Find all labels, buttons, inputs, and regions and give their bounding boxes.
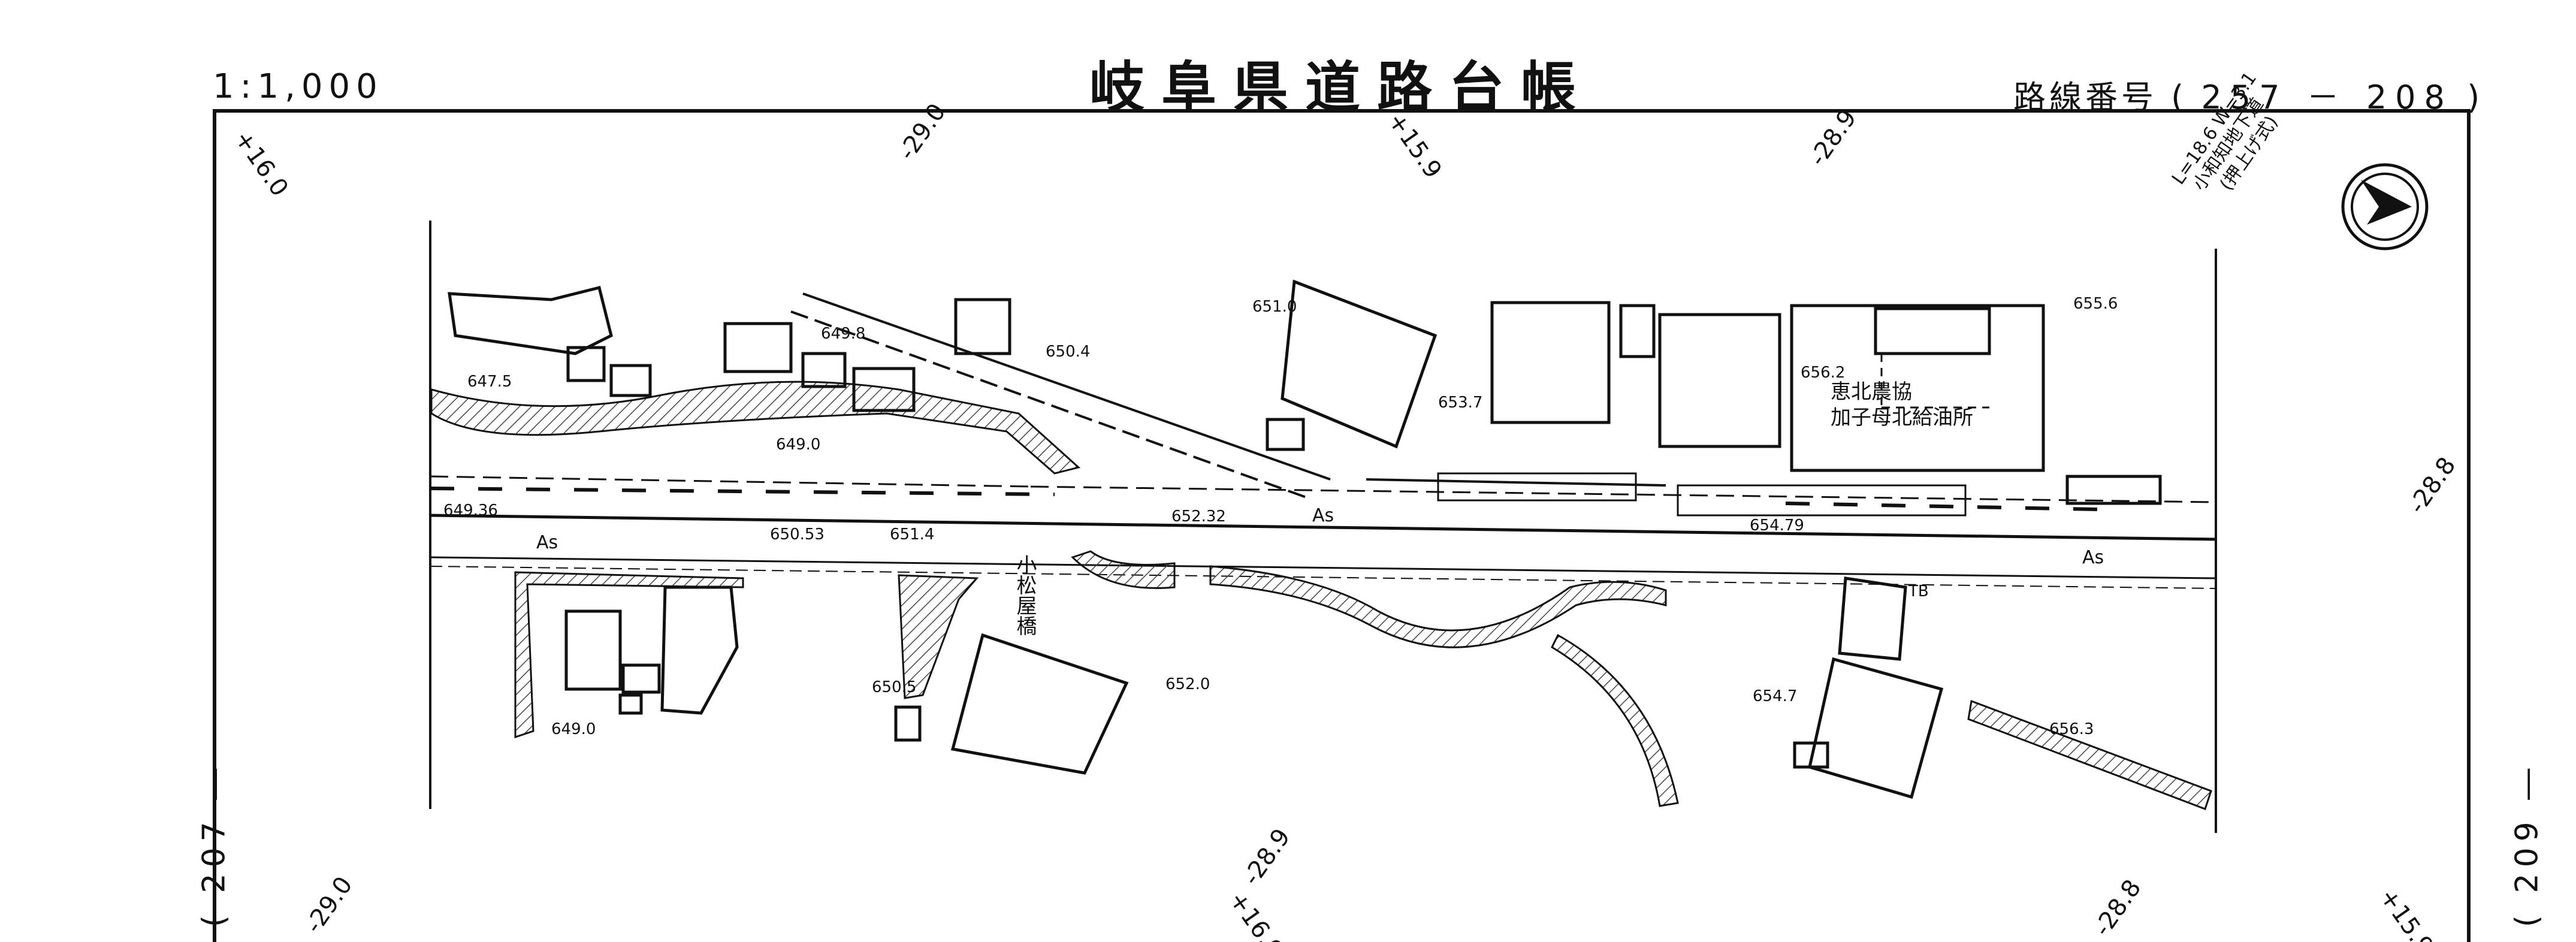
buildings-north <box>448 279 2162 505</box>
buildings-south <box>564 576 1944 799</box>
offset-label: -28.9 <box>1238 824 1296 890</box>
building <box>566 346 606 382</box>
building <box>2065 475 2162 505</box>
offset-label: +15.9 <box>2374 883 2439 942</box>
elevation: 651.0 <box>1252 298 1297 316</box>
building <box>448 285 613 355</box>
crossing-road-edge <box>802 292 1331 481</box>
elevation: 650.53 <box>770 526 825 544</box>
building <box>950 633 1129 775</box>
median-dash <box>430 487 1055 496</box>
building <box>1874 307 1991 355</box>
road-edge-south-dashed <box>430 566 2216 589</box>
building <box>618 693 643 715</box>
elevation: 654.79 <box>1750 517 1804 535</box>
surface-label: As <box>536 532 558 553</box>
tb-label: TB <box>1908 582 1929 600</box>
elevation: 652.32 <box>1171 508 1226 526</box>
building <box>1808 657 1944 799</box>
embankment-creek <box>1209 565 1667 648</box>
facility-name: 加子母北給油所 <box>1831 406 1973 430</box>
crossing-road <box>790 292 1666 499</box>
embankment-south <box>514 571 744 739</box>
elevation: 650.5 <box>872 678 916 696</box>
building <box>660 585 739 715</box>
elevation: 649.0 <box>551 720 596 738</box>
side-road-edge <box>1366 478 1666 487</box>
embankment-south <box>898 574 979 699</box>
embankment-north <box>430 381 1081 475</box>
offset-label: -28.8 <box>2403 452 2462 519</box>
facility-name: 恵北農協 <box>1831 380 1912 404</box>
elevation: 647.5 <box>467 373 512 391</box>
building <box>852 367 916 412</box>
building <box>801 352 847 388</box>
offset-label: +16.0 <box>229 125 294 201</box>
surface-label: As <box>2082 547 2104 568</box>
building <box>723 322 793 373</box>
building <box>1490 301 1611 424</box>
bridge-name: 小松屋橋 <box>1013 554 1037 636</box>
elevation: 654.7 <box>1753 687 1797 705</box>
building <box>1281 279 1438 449</box>
building <box>621 663 661 694</box>
parking-strip <box>1437 472 1637 502</box>
road-edge-south <box>430 556 2216 579</box>
elevation-labels: 647.5 649.8 650.4 651.0 653.7 656.2 655.… <box>443 295 2118 738</box>
frame-offsets: +16.0 -29.0 +15.9 -28.9 -28.8 -29.0 -28.… <box>229 99 2462 942</box>
crossing-road-edge <box>790 310 1307 499</box>
map-frame <box>213 109 2471 942</box>
route-close-paren: ) <box>2467 78 2484 116</box>
elevation: 649.8 <box>821 325 865 343</box>
building <box>1838 576 1907 661</box>
elevation: 656.2 <box>1801 364 1845 382</box>
elevation: 655.6 <box>2073 295 2118 313</box>
road-edge-north <box>430 475 1031 488</box>
elevation: 653.7 <box>1438 394 1482 412</box>
elevation: 649.36 <box>443 502 498 520</box>
building <box>564 609 622 691</box>
north-arrow-icon <box>2341 163 2429 250</box>
map-scale: 1:1,000 <box>213 67 383 106</box>
elevation: 652.0 <box>1165 675 1210 693</box>
building <box>1658 313 1781 448</box>
offset-label: -28.9 <box>1804 105 1862 171</box>
building <box>954 298 1011 355</box>
parking-strip <box>1677 484 1967 517</box>
embankment-east <box>1967 699 2212 810</box>
offset-label: -29.0 <box>893 99 952 165</box>
bridge-structure <box>1071 550 1176 589</box>
elevation: 651.4 <box>890 526 934 544</box>
building <box>1790 304 2045 472</box>
surface-label: As <box>1312 505 1334 526</box>
offset-label: +15.9 <box>1382 107 1447 183</box>
elevation: 649.0 <box>776 436 820 454</box>
road-centerline <box>430 514 2216 541</box>
main-road <box>430 475 2216 589</box>
building <box>894 705 922 742</box>
median-dash <box>1785 502 2098 511</box>
building <box>1793 741 1829 769</box>
offset-label: -29.0 <box>300 872 358 938</box>
building <box>609 364 652 397</box>
elevation: 656.3 <box>2049 720 2094 738</box>
building <box>1619 304 1656 358</box>
offset-label: +16.0 <box>1224 886 1288 942</box>
offset-label: -28.8 <box>2089 875 2147 941</box>
route-open-paren: ( <box>2171 78 2188 116</box>
elevation: 650.4 <box>1046 343 1090 361</box>
road-edge-north <box>1030 485 2216 503</box>
embankment-creek <box>1551 633 1679 807</box>
building <box>1266 418 1305 451</box>
